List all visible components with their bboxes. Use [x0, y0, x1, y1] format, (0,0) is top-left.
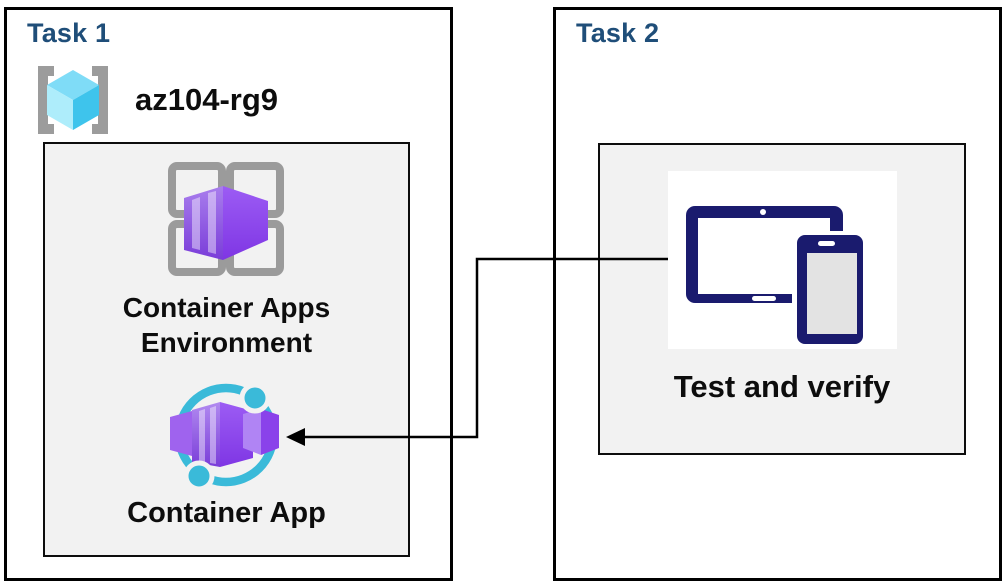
resource-group-icon [38, 66, 108, 134]
task2-inner-box: Test and verify [598, 143, 966, 455]
container-apps-environment-icon [168, 162, 284, 276]
task2-box: Task 2 [553, 7, 1002, 581]
container-box [170, 402, 279, 467]
container-apps-environment-label: Container Apps Environment [122, 292, 331, 358]
left-bracket [38, 66, 54, 134]
resource-group-name: az104-rg9 [135, 82, 279, 117]
task1-title: Task 1 [27, 18, 111, 48]
devices-icon-card [668, 171, 897, 349]
devices-icon [686, 206, 867, 348]
replica-dot-bottom [183, 460, 215, 492]
right-bracket [92, 66, 108, 134]
phone [792, 231, 867, 348]
cube [47, 70, 99, 130]
container-box [184, 186, 268, 260]
resource-group: az104-rg9 [31, 62, 278, 138]
task1-inner-box: Container Apps Environment [43, 142, 410, 557]
container-app-icon [170, 382, 279, 492]
replica-dot-top [239, 382, 271, 414]
task2-title: Task 2 [576, 18, 660, 48]
container-app-label: Container App [127, 497, 326, 529]
test-and-verify-label: Test and verify [673, 369, 891, 404]
task1-box: Task 1 az104-rg9 [4, 7, 453, 581]
